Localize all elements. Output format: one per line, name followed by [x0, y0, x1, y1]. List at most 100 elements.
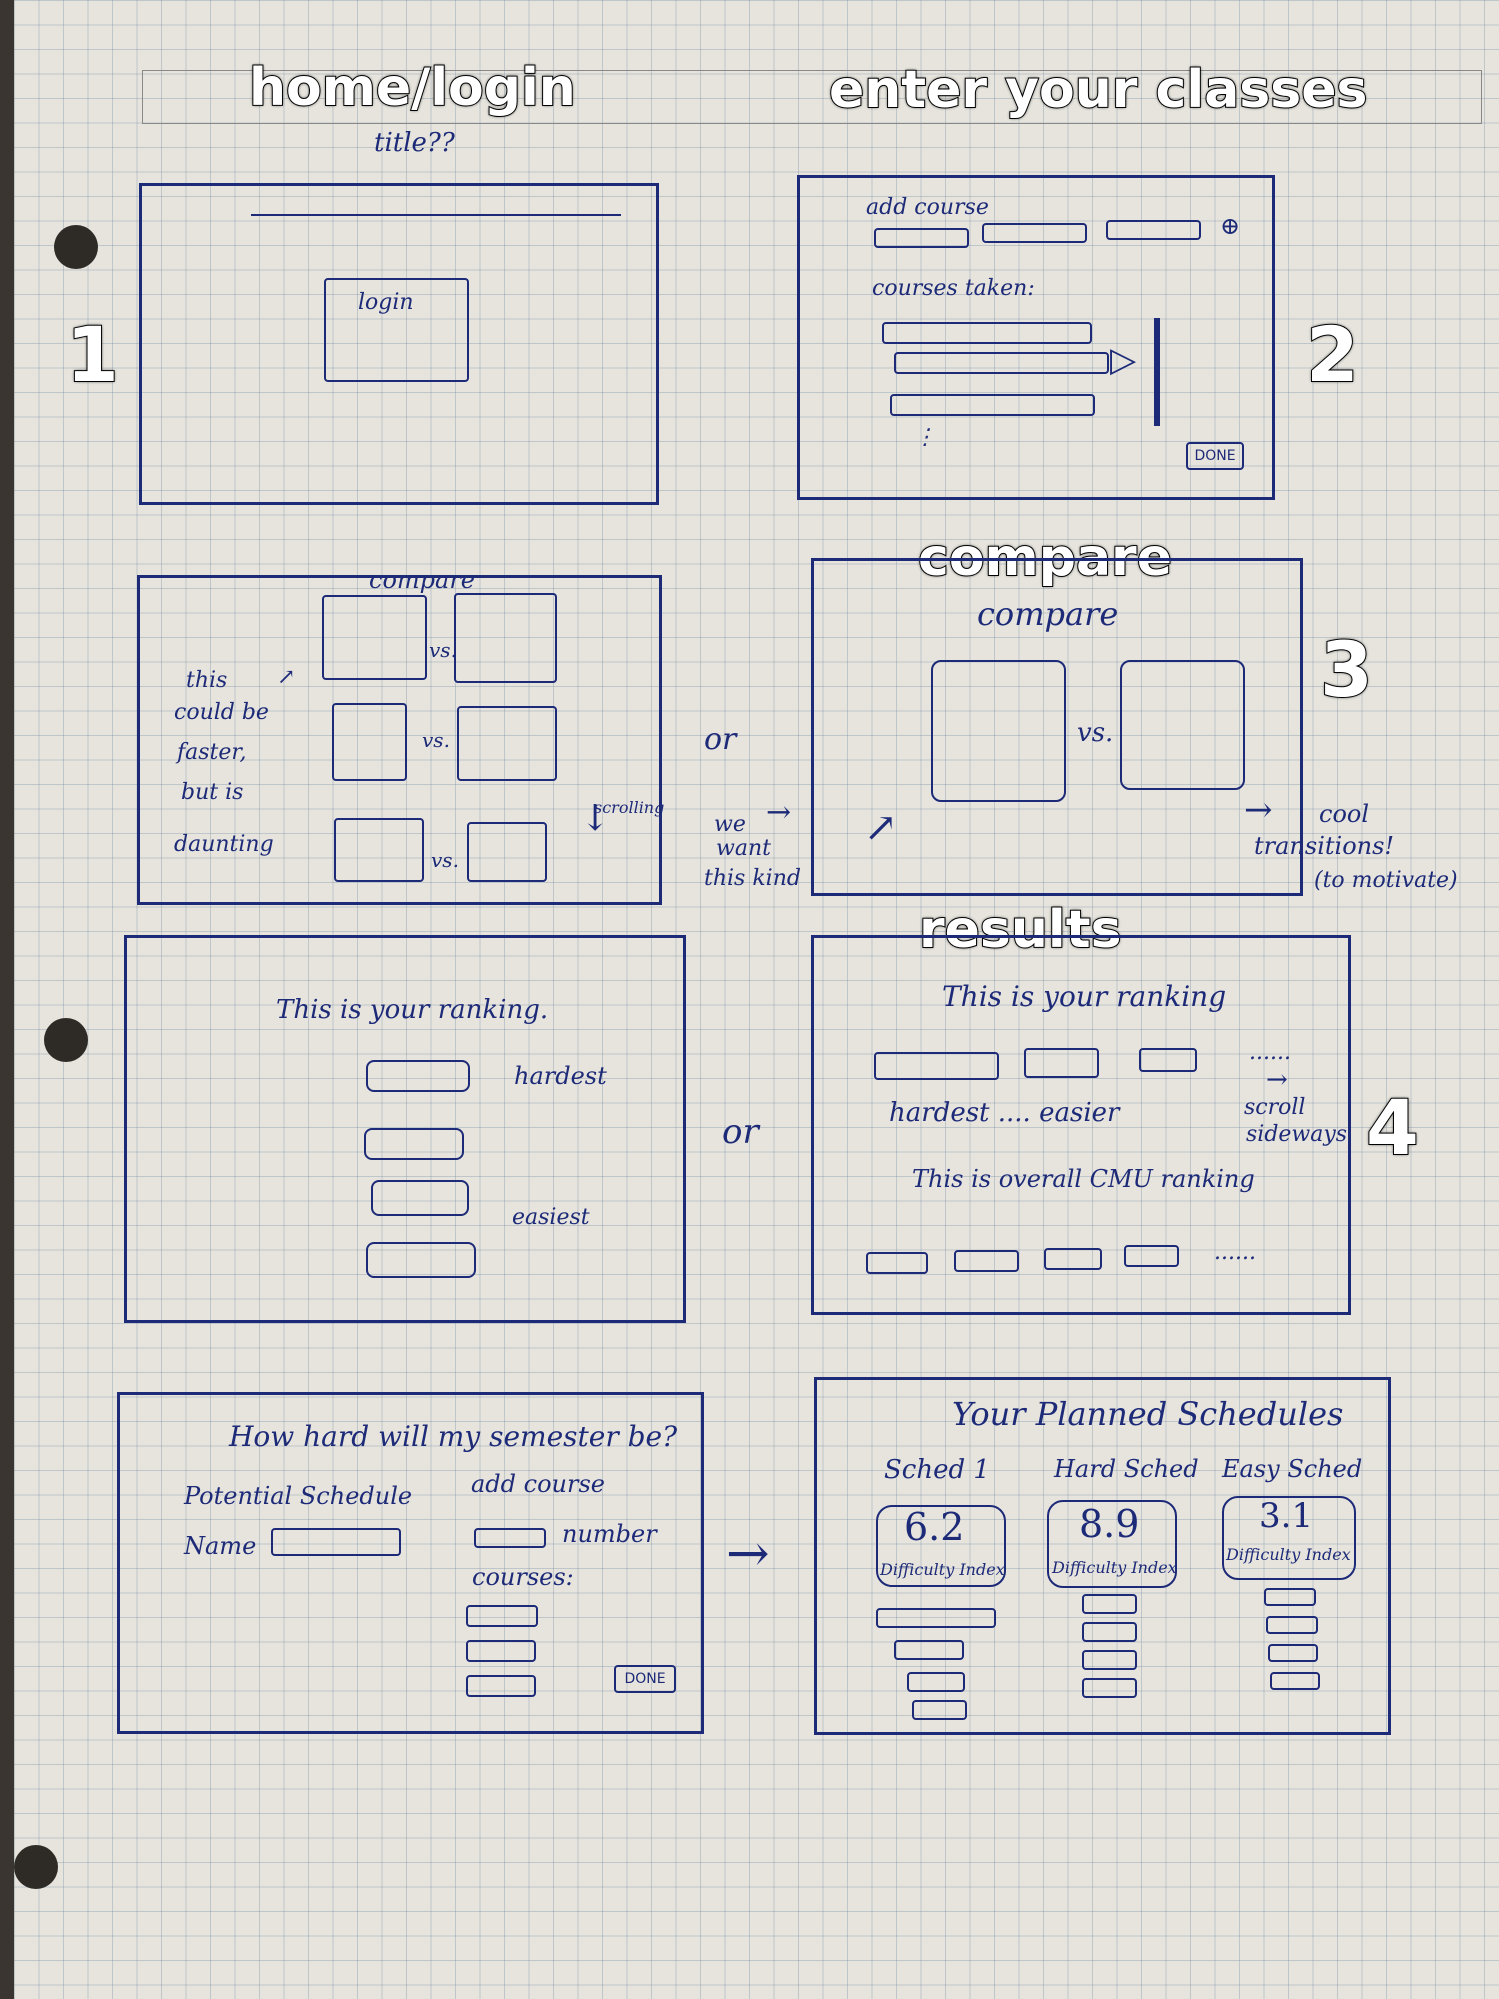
- compare-card-left-large[interactable]: [931, 660, 1066, 802]
- schedule-name-input[interactable]: [271, 1528, 401, 1556]
- schedule-course-item: [907, 1672, 965, 1692]
- binder-hole-middle: [44, 1018, 88, 1062]
- title-placeholder-line: [251, 214, 621, 216]
- schedule-name: Hard Sched: [1054, 1455, 1199, 1483]
- difficulty-score-card[interactable]: [1222, 1496, 1356, 1580]
- we-want-arrow-icon: →: [766, 795, 792, 830]
- title-strip: [142, 70, 1482, 124]
- transitions-label: transitions!: [1254, 832, 1395, 860]
- difficulty-label: Difficulty Index: [1226, 1545, 1351, 1564]
- we-want-line: this kind: [704, 866, 801, 891]
- scroll-arrow-icon: →: [1266, 1065, 1288, 1095]
- heading-enter-classes: enter your classes: [828, 59, 1368, 121]
- schedule-name-label: Name: [184, 1532, 257, 1560]
- cmu-ranking-chip: [954, 1250, 1019, 1272]
- note-line: this: [186, 668, 228, 693]
- step-number-1: 1: [65, 309, 120, 400]
- schedule-name: Sched 1: [884, 1455, 990, 1485]
- easiest-label: easiest: [512, 1205, 590, 1230]
- schedule-course-item: [1082, 1594, 1137, 1614]
- add-course-plus-icon[interactable]: ⊕: [1220, 212, 1241, 240]
- add-course-label: add course: [471, 1470, 606, 1498]
- compare-card-right[interactable]: [467, 822, 547, 882]
- difficulty-score: 8.9: [1079, 1502, 1140, 1546]
- heading-home-login: home/login: [248, 57, 577, 119]
- note-line: faster,: [177, 740, 247, 765]
- course-input-1[interactable]: [874, 228, 969, 248]
- compare-card-left[interactable]: [322, 595, 427, 680]
- planned-schedules-title: Your Planned Schedules: [952, 1395, 1344, 1433]
- heading-results: results: [918, 899, 1123, 961]
- difficulty-score-card[interactable]: [876, 1505, 1006, 1587]
- note-line: could be: [174, 700, 269, 725]
- schedule-course-item: [1270, 1672, 1320, 1690]
- ranking-item: [366, 1242, 476, 1278]
- scrolling-label: scrolling: [594, 798, 665, 817]
- transition-arrow-icon: ↗: [864, 805, 898, 851]
- difficulty-score-card[interactable]: [1047, 1500, 1177, 1588]
- cmu-ranking-chip: [866, 1252, 928, 1274]
- difficulty-label: Difficulty Index: [880, 1560, 1005, 1579]
- vs-label-large: vs.: [1077, 718, 1114, 748]
- difficulty-score: 3.1: [1259, 1496, 1314, 1536]
- add-course-label: add course: [866, 195, 989, 220]
- course-input-2[interactable]: [982, 223, 1087, 243]
- done-button[interactable]: DONE: [614, 1665, 676, 1693]
- compare-grid-title: compare: [369, 566, 475, 594]
- hardest-label: hardest: [514, 1062, 607, 1090]
- taken-course-item: [882, 322, 1092, 344]
- ranking-item: [371, 1180, 469, 1216]
- scroll-label: scroll: [1244, 1095, 1306, 1120]
- login-box[interactable]: [324, 278, 469, 382]
- schedule-course-item: [894, 1640, 964, 1660]
- note-line: but is: [181, 780, 244, 805]
- compare-card-right[interactable]: [457, 706, 557, 781]
- note-arrow-icon: ↗: [277, 665, 296, 690]
- ranking-item: [366, 1060, 470, 1092]
- ranking-heading: This is your ranking.: [276, 995, 549, 1025]
- schedule-course-item: [1264, 1588, 1316, 1606]
- ranking-chip: [1139, 1048, 1197, 1072]
- number-label: number: [562, 1520, 657, 1548]
- compare-card-right-large[interactable]: [1120, 660, 1245, 790]
- course-input-3[interactable]: [1106, 220, 1201, 240]
- course-item: [466, 1605, 538, 1627]
- sketch-ranking-horizontal: [811, 935, 1351, 1315]
- ranking-chip: [1024, 1048, 1099, 1078]
- compare-card-left[interactable]: [332, 703, 407, 781]
- compare-title: compare: [977, 595, 1119, 633]
- or-label: or: [722, 1112, 759, 1152]
- scrollbar[interactable]: [1154, 318, 1160, 426]
- scroll-down-arrow-icon: ↓: [580, 798, 611, 839]
- schedule-course-item: [1082, 1622, 1137, 1642]
- schedule-course-item: [1082, 1678, 1137, 1698]
- we-want-line: we: [714, 812, 746, 837]
- login-label: login: [358, 290, 414, 315]
- motivate-label: (to motivate): [1314, 868, 1458, 893]
- step-number-3: 3: [1319, 624, 1374, 715]
- compare-card-left[interactable]: [334, 818, 424, 882]
- step-number-2: 2: [1305, 309, 1360, 400]
- sketch-enter-classes: [797, 175, 1275, 500]
- taken-course-item: [894, 352, 1109, 374]
- vs-label: vs.: [431, 848, 459, 872]
- courses-label: courses:: [472, 1563, 574, 1591]
- vs-label: vs.: [422, 728, 450, 752]
- sketch-home-login: [139, 183, 659, 505]
- binder-hole-bottom: [14, 1845, 58, 1889]
- drag-arrow-icon: ▷: [1110, 340, 1137, 380]
- notebook-sheet: home/login enter your classes compare re…: [14, 0, 1499, 1999]
- we-want-line: want: [716, 836, 771, 861]
- or-label: or: [704, 722, 737, 757]
- schedule-course-item: [912, 1700, 967, 1720]
- sketch-semester-form: [117, 1392, 704, 1734]
- sketch-compare-grid: [137, 575, 662, 905]
- ranking-chip: [874, 1052, 999, 1080]
- course-number-input[interactable]: [474, 1528, 546, 1548]
- ranking-heading-horizontal: This is your ranking: [942, 980, 1227, 1013]
- done-button[interactable]: DONE: [1186, 442, 1244, 470]
- hardest-easier-label: hardest .... easier: [889, 1098, 1120, 1128]
- compare-card-right[interactable]: [454, 593, 557, 683]
- more-dots: ......: [1249, 1040, 1291, 1065]
- course-item: [466, 1675, 536, 1697]
